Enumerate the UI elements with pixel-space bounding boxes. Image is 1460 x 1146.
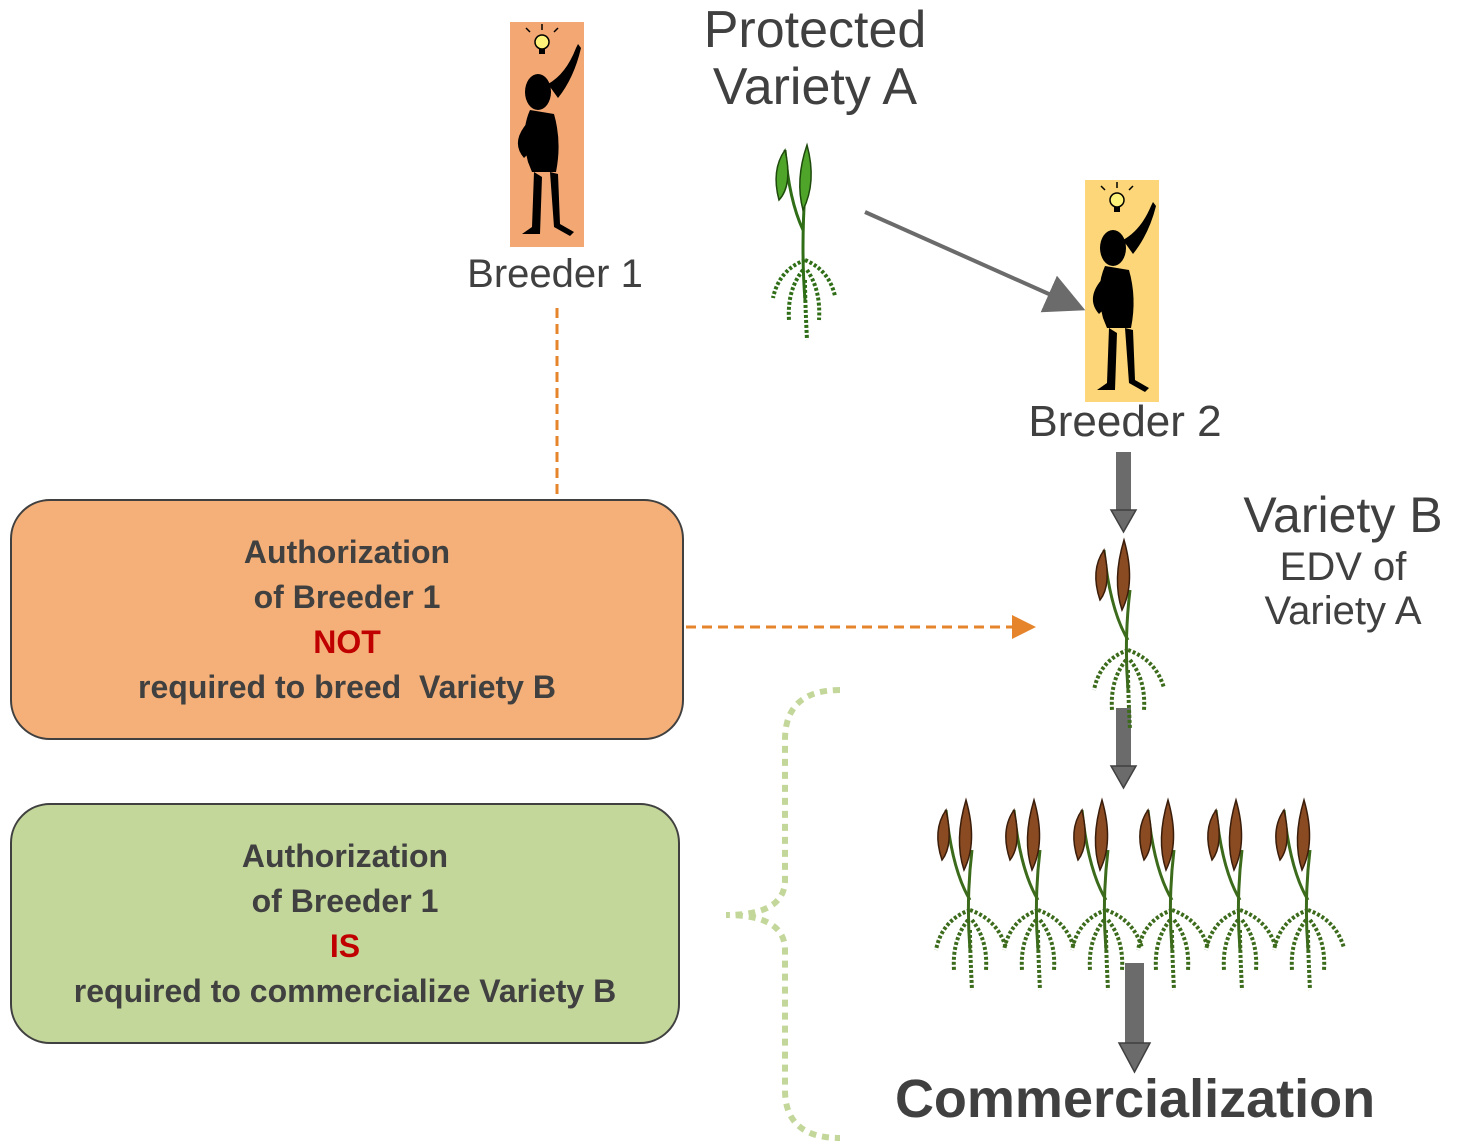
breeder-silhouette-icon xyxy=(1092,182,1156,392)
authorization-required-box: Authorization of Breeder 1 IS required t… xyxy=(10,803,680,1044)
commercialization-brace xyxy=(725,687,841,1141)
variety-b-to-field-arrow xyxy=(1109,708,1138,790)
box-is-line2: of Breeder 1 xyxy=(251,882,439,919)
commercialization-label: Commercialization xyxy=(894,1069,1376,1129)
protected-variety-label: Protected Variety A xyxy=(690,1,940,117)
field-plant-icon xyxy=(1272,798,1346,992)
breeder2-to-variety-b-arrow xyxy=(1109,452,1138,534)
edv-line1: EDV of xyxy=(1279,545,1407,589)
field-plant-icon xyxy=(1002,798,1076,992)
breeder1-label: Breeder 1 xyxy=(467,252,643,296)
authorization-not-required-box: Authorization of Breeder 1 NOT required … xyxy=(10,499,684,740)
field-plant-icon xyxy=(1136,798,1210,992)
field-plant-icon xyxy=(1070,798,1144,992)
box-not-emphasis: NOT xyxy=(313,623,381,660)
breeder-silhouette-icon xyxy=(517,24,581,236)
field-plants-row xyxy=(934,798,1346,992)
variety-a-to-breeder2-arrow xyxy=(864,210,1086,313)
breeder2-label: Breeder 2 xyxy=(1028,397,1222,446)
field-plant-icon xyxy=(934,798,1008,992)
variety-b-plant-icon xyxy=(1092,538,1166,732)
box-is-line4: required to commercialize Variety B xyxy=(73,972,617,1009)
variety-b-label: Variety B EDV of Variety A xyxy=(1228,487,1458,634)
variety-b-title: Variety B xyxy=(1243,487,1443,543)
breeder1-figure xyxy=(510,22,584,247)
protected-variety-line2: Variety A xyxy=(712,58,918,117)
breeder2-figure xyxy=(1085,180,1159,402)
variety-a-plant-icon xyxy=(771,143,837,342)
field-to-commercialization-arrow xyxy=(1117,963,1152,1074)
edv-line2: Variety A xyxy=(1264,589,1422,633)
box-is-line1: Authorization xyxy=(241,837,449,874)
protected-variety-line1: Protected xyxy=(703,1,927,59)
box-not-line4: required to breed Variety B xyxy=(138,668,556,705)
field-plant-icon xyxy=(1204,798,1278,992)
box-not-line1: Authorization xyxy=(243,533,451,570)
box-is-emphasis: IS xyxy=(329,927,361,964)
box-not-line2: of Breeder 1 xyxy=(253,578,441,615)
